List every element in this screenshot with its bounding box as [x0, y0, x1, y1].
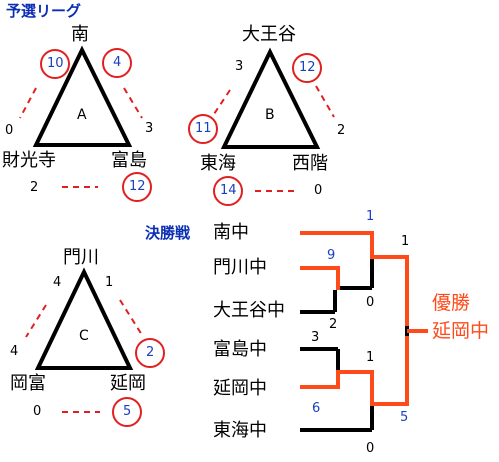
- circle-b-left: [188, 114, 218, 144]
- league-title: 予選リーグ: [6, 2, 82, 20]
- bracket-score-kadogawa: 9: [327, 248, 336, 263]
- group-a-label: A: [77, 107, 87, 123]
- bracket-score-final-top: 1: [401, 234, 410, 249]
- tournament-title: 決勝戦: [145, 224, 191, 242]
- group-b-team-top: 大王谷: [242, 24, 296, 45]
- group-b-triangle: [220, 47, 321, 149]
- circle-b-bottom: [213, 176, 243, 206]
- group-c-label: C: [79, 328, 89, 344]
- group-c-score-left-top: 4: [10, 344, 19, 359]
- group-b-team-right: 西階: [292, 153, 328, 174]
- group-c-team-right: 延岡: [110, 373, 146, 394]
- group-a-score-left-right: 2: [30, 180, 39, 195]
- group-c-triangle: [34, 267, 134, 370]
- bracket-win-nanchu: [300, 231, 409, 326]
- group-c-team-top: 門川: [63, 247, 99, 268]
- bracket-score-tomishima: 3: [311, 330, 320, 345]
- group-a-score-right-top: 3: [145, 121, 154, 136]
- group-b-score-right-left: 0: [314, 183, 323, 198]
- group-a-score-top-right: 4: [113, 55, 122, 70]
- circle-a-top-right: [102, 48, 132, 78]
- champion-label: 優勝: [432, 292, 471, 314]
- circle-c-right: [135, 338, 165, 368]
- group-b-team-left: 東海: [200, 153, 236, 174]
- group-b-score-left-right: 14: [220, 183, 237, 198]
- bracket-team-2: 門川中: [213, 257, 267, 278]
- bracket-team-1: 南中: [213, 222, 249, 243]
- group-b-score-left-top: 11: [195, 121, 212, 136]
- group-a-triangle: [32, 45, 133, 147]
- group-c-team-left: 岡富: [10, 373, 46, 394]
- group-a-team-right: 富島: [111, 150, 147, 171]
- group-c-score-top-right: 1: [105, 275, 114, 290]
- circle-a-top-left: [40, 49, 70, 79]
- bracket-score-semi-loser: 0: [366, 295, 375, 310]
- group-b-score-right-top: 2: [337, 123, 346, 138]
- group-b-score-top-left: 3: [235, 59, 244, 74]
- circle-b-top-right: [292, 53, 322, 83]
- group-c-score-right-top: 2: [146, 345, 155, 360]
- group-a-team-left: 財光寺: [2, 150, 56, 171]
- bracket-score-daioudani: 2: [329, 317, 338, 332]
- group-a-score-top-left: 10: [47, 56, 64, 71]
- bracket-team-5: 延岡中: [213, 378, 267, 399]
- group-a-score-left-top: 0: [5, 123, 14, 138]
- bracket-team-3: 大王谷中: [213, 300, 285, 321]
- bracket-score-final-bottom: 5: [400, 410, 409, 425]
- bracket-win-kadogawa: [300, 266, 340, 290]
- group-c-score-right-left: 5: [123, 404, 132, 419]
- circle-c-bottom: [112, 397, 142, 427]
- bracket-score-nobeoka: 6: [312, 401, 321, 416]
- bracket-score-tokai: 0: [366, 441, 375, 456]
- group-a-team-top: 南: [71, 24, 89, 45]
- circle-a-bottom: [122, 172, 152, 202]
- bracket-score-nanchu: 1: [366, 209, 375, 224]
- group-b-label: B: [265, 107, 275, 123]
- group-c-score-left-right: 0: [33, 404, 42, 419]
- group-a-score-right-left: 12: [129, 179, 146, 194]
- group-b-score-top-right: 12: [299, 60, 316, 75]
- bracket-win-nobeoka-1: [300, 336, 409, 406]
- bracket-score-semi2: 1: [366, 350, 375, 365]
- champion-team: 延岡中: [432, 320, 490, 342]
- bracket-team-4: 富島中: [213, 339, 267, 360]
- bracket-team-6: 東海中: [213, 420, 267, 441]
- group-c-score-top-left: 4: [53, 275, 62, 290]
